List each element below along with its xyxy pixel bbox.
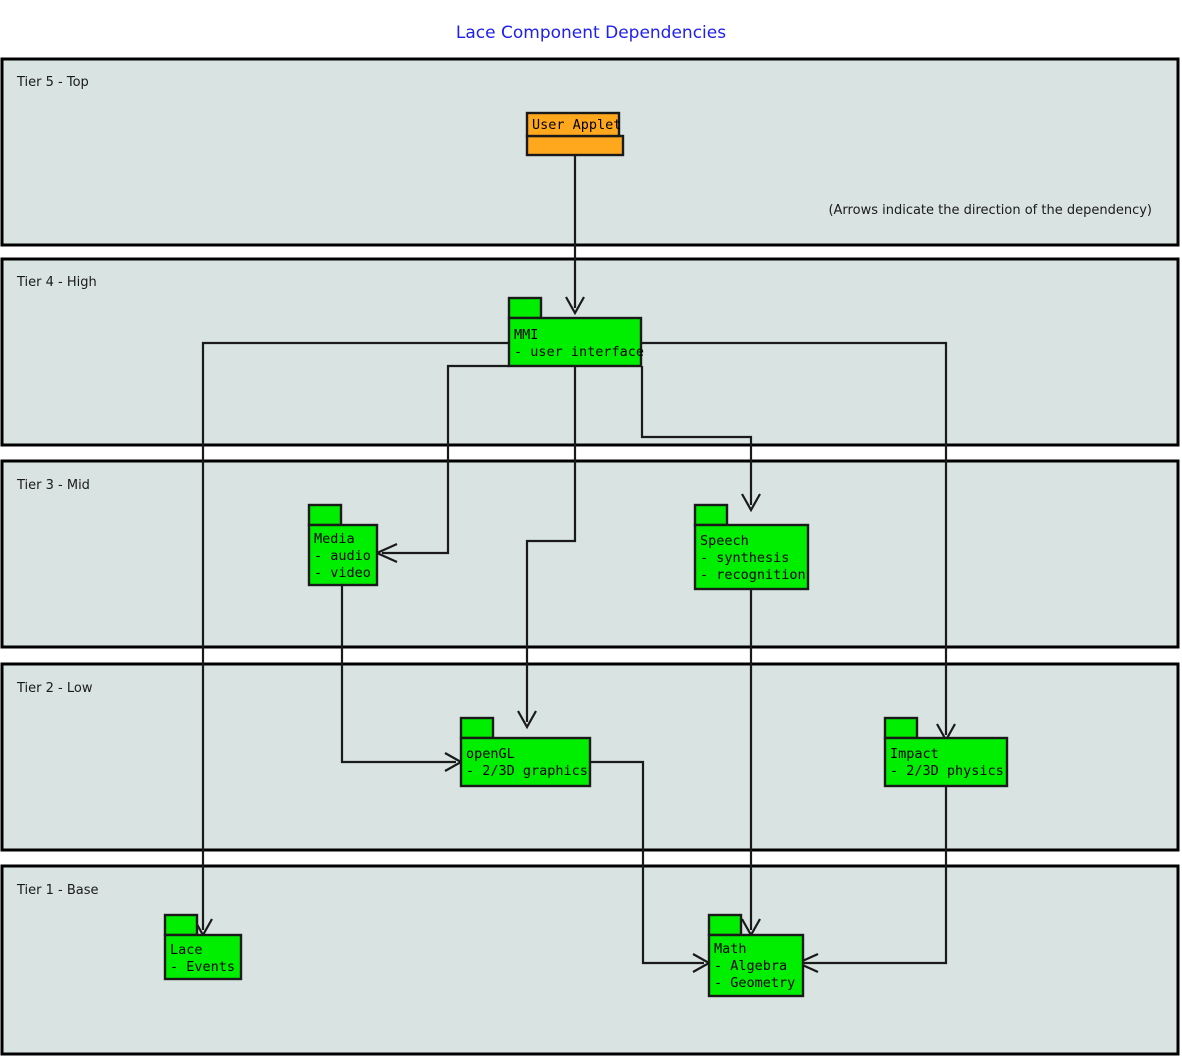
- connector-mmi-media: [382, 364, 509, 555]
- package-speech-tab: [693, 503, 729, 527]
- package-math-tab: [707, 913, 743, 937]
- connector-media-opengl: [340, 585, 456, 764]
- package-mmi-label-0: MMI: [514, 327, 538, 343]
- package-impact-body: [883, 736, 1009, 788]
- package-lace-label-0: Lace: [170, 942, 203, 958]
- package-math-label-0: Math: [714, 941, 747, 957]
- connector-mmi-speech: [640, 366, 753, 505]
- package-impact[interactable]: Impact - 2/3D physics: [883, 716, 1009, 788]
- package-opengl-label-1: - 2/3D graphics: [466, 763, 588, 779]
- package-opengl-body: [459, 736, 592, 788]
- package-mmi-body: [507, 316, 643, 368]
- package-opengl-tab: [459, 716, 495, 740]
- tier-label-4: Tier 4 - High: [16, 275, 97, 290]
- package-speech-label-1: - synthesis: [700, 550, 789, 566]
- package-media-tab: [307, 503, 343, 527]
- package-math-label-2: - Geometry: [714, 975, 795, 991]
- package-lace-body: [163, 933, 243, 981]
- package-media-label-2: - video: [314, 565, 371, 581]
- tier-label-2: Tier 2 - Low: [16, 681, 93, 696]
- arrowhead-speech-top: [741, 493, 761, 513]
- connector-impact-math: [803, 787, 948, 965]
- package-mmi[interactable]: MMI - user interface: [507, 296, 644, 368]
- package-math[interactable]: Math - Algebra - Geometry: [707, 913, 805, 998]
- package-lace-tab: [163, 913, 199, 937]
- package-opengl-label-0: openGL: [466, 746, 515, 762]
- package-speech-label-0: Speech: [700, 533, 749, 549]
- package-math-body: [707, 933, 805, 998]
- package-speech[interactable]: Speech - synthesis - recognition: [693, 503, 810, 591]
- package-opengl[interactable]: openGL - 2/3D graphics: [459, 716, 592, 788]
- connector-mmi-lace: [201, 341, 509, 930]
- arrowhead-mmi-top: [565, 296, 585, 316]
- package-user-applet[interactable]: User Applet: [525, 111, 625, 157]
- page-title: Lace Component Dependencies: [456, 23, 726, 43]
- package-user-applet-body: [525, 134, 625, 157]
- tier-label-5: Tier 5 - Top: [16, 75, 89, 90]
- package-impact-tab: [883, 716, 919, 740]
- package-media-body: [307, 523, 379, 587]
- arrowhead-opengl-top: [517, 710, 537, 730]
- package-media-label-1: - audio: [314, 548, 371, 564]
- package-media-label-0: Media: [314, 531, 355, 547]
- package-lace[interactable]: Lace - Events: [163, 913, 243, 981]
- tier-band-3: [0, 459, 1180, 649]
- package-lace-label-1: - Events: [170, 959, 235, 975]
- package-math-label-1: - Algebra: [714, 958, 787, 974]
- package-user-applet-tab: [525, 111, 621, 138]
- package-media[interactable]: Media - audio - video: [307, 503, 379, 587]
- connector-opengl-math: [590, 760, 704, 965]
- package-impact-label-0: Impact: [890, 746, 939, 762]
- tier-label-3: Tier 3 - Mid: [16, 478, 90, 493]
- connector-mmi-impact: [641, 341, 948, 735]
- connector-mmi-opengl: [525, 366, 577, 722]
- package-impact-label-1: - 2/3D physics: [890, 763, 1004, 779]
- package-mmi-tab: [507, 296, 543, 320]
- arrow-direction-note: (Arrows indicate the direction of the de…: [828, 203, 1152, 218]
- package-speech-label-2: - recognition: [700, 567, 806, 583]
- package-mmi-label-1: - user interface: [514, 344, 644, 360]
- package-speech-body: [693, 523, 810, 591]
- package-user-applet-label-0: User Applet: [532, 117, 621, 133]
- tier-label-1: Tier 1 - Base: [16, 883, 99, 898]
